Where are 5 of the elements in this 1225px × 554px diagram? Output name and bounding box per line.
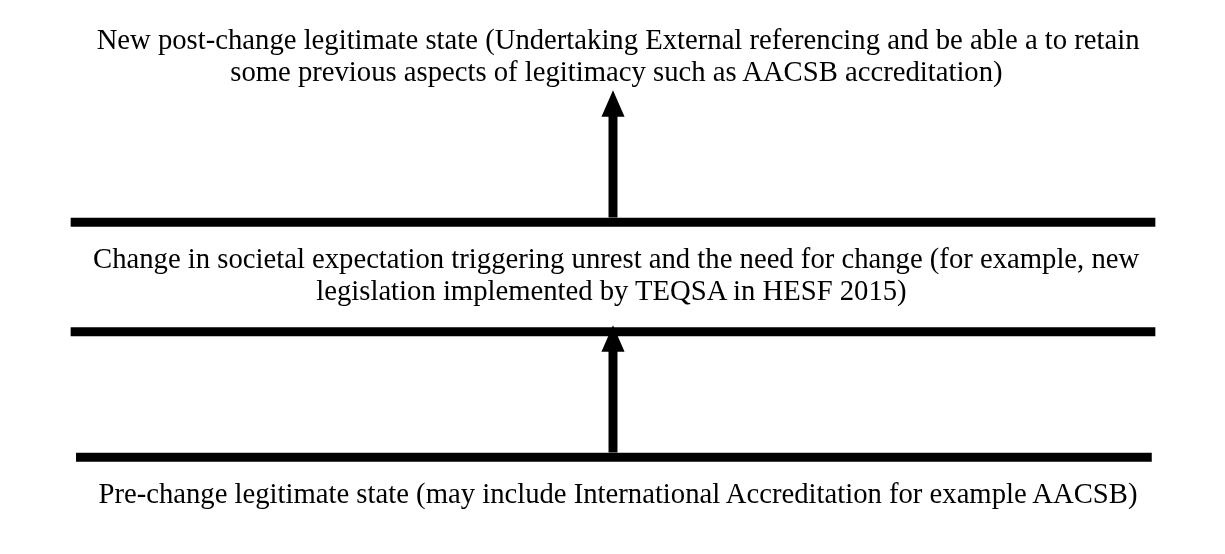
arrow [600, 90, 625, 218]
node-text: Change in societal expectation triggering unrest and the need for change (for example, new legislation implemented by TEQSA in HESF 2015) [92, 241, 1139, 306]
node-text: New post-change legitimate state (Undertaking External referencing and be able a to retain some previous aspects of legitimacy such as AACSB accreditation) [96, 22, 1140, 88]
arrow [600, 325, 625, 453]
node-text: Pre-change legitimate state (may include International Accreditation for example AACSB) [97, 476, 1137, 509]
